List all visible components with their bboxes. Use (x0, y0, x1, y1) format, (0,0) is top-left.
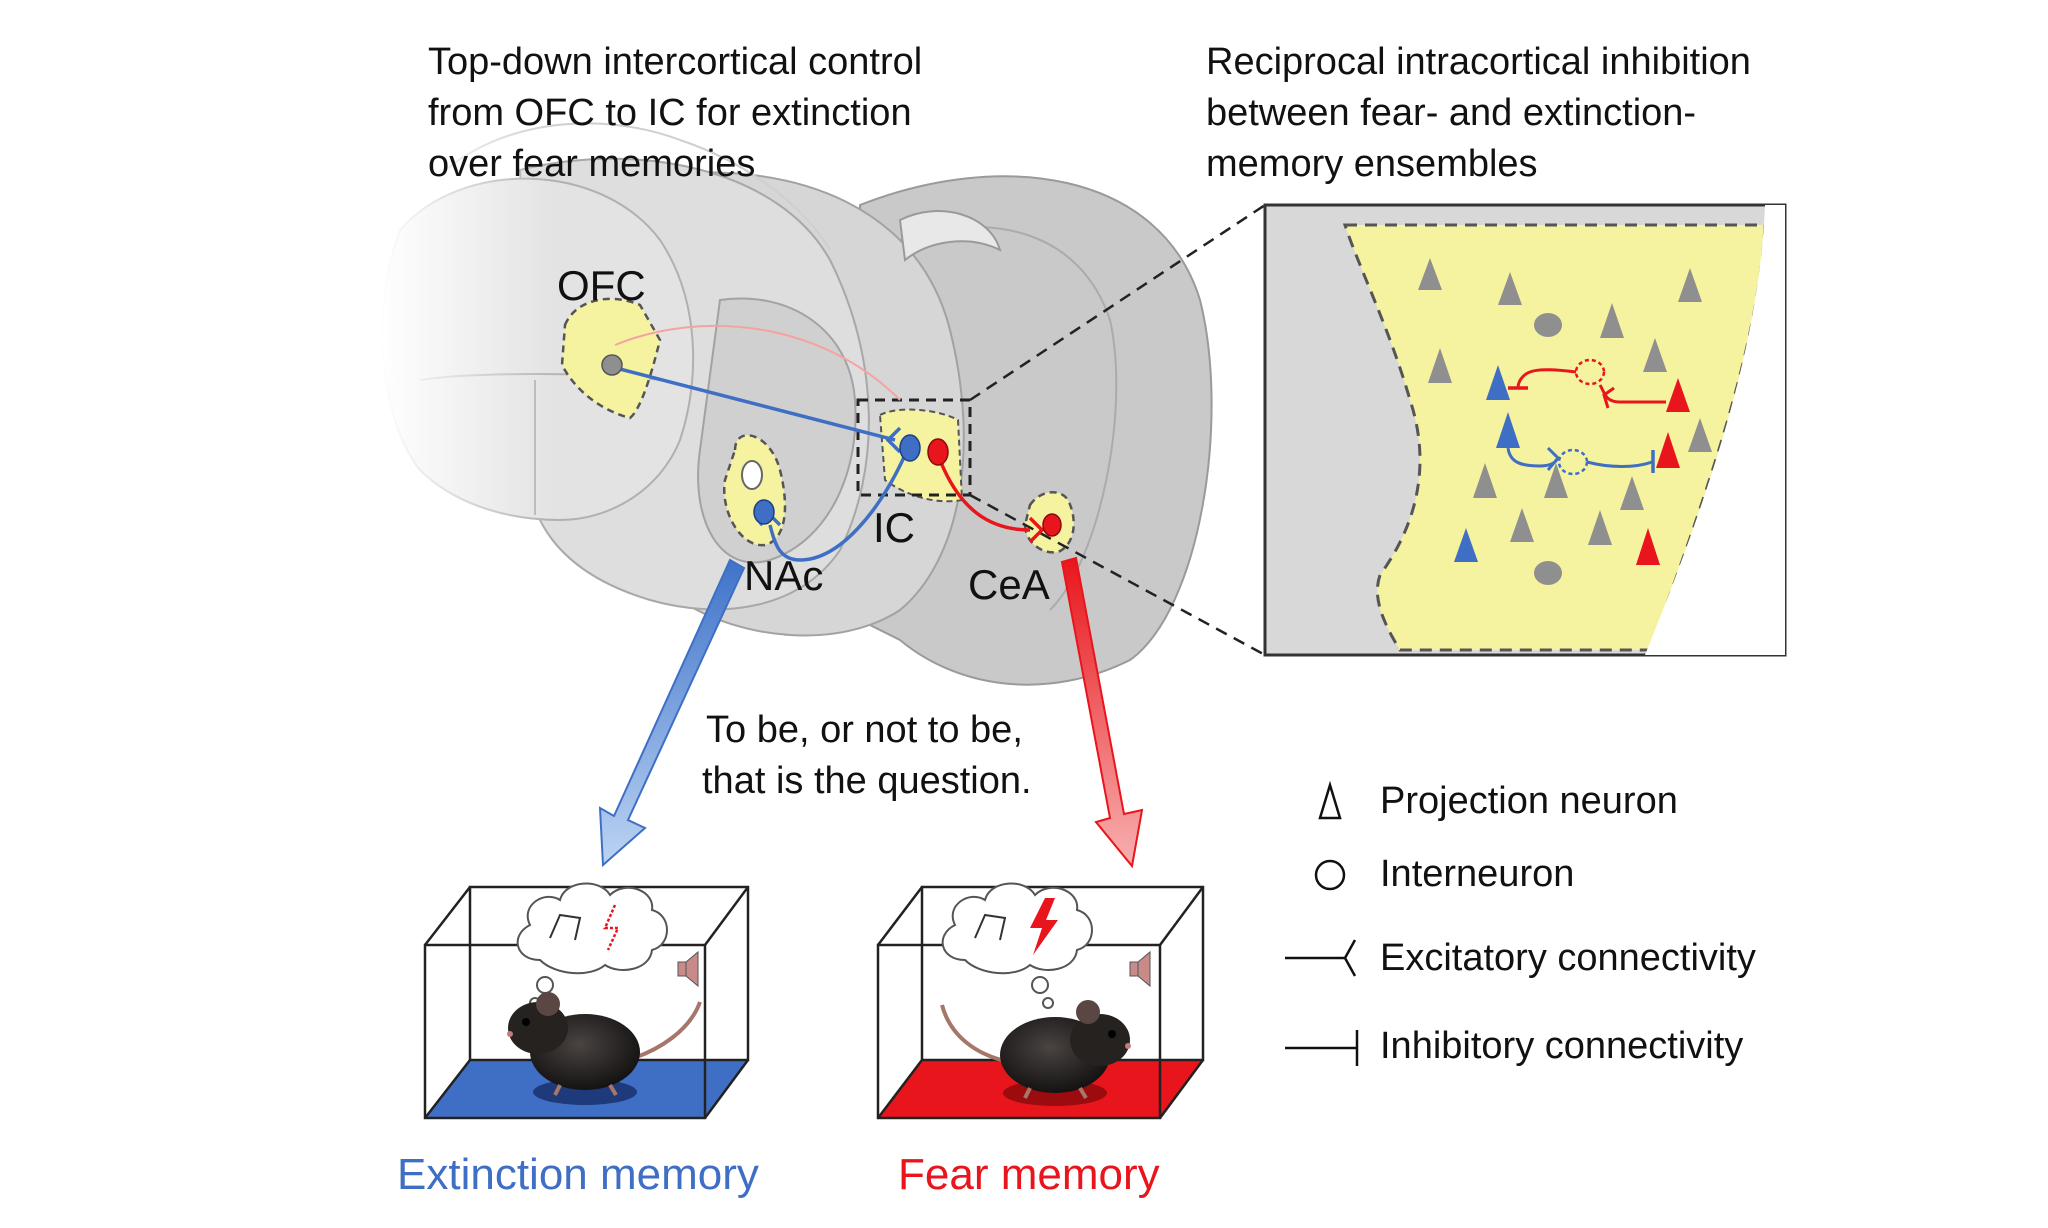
projection-neuron-gray (1643, 338, 1667, 372)
brain-slices (380, 120, 1213, 686)
excitatory-terminal-ic-cea (1028, 516, 1045, 544)
hippocampus-outline (898, 210, 1002, 262)
blue-inhibit-red-line (1586, 460, 1653, 468)
arrow-to-extinction (598, 558, 746, 868)
nac-label: NAc (744, 552, 824, 599)
gray-projection-neurons (1418, 258, 1712, 545)
box-edge (1158, 1059, 1205, 1119)
projection-neuron-blue (1486, 365, 1510, 400)
anterior-commissure (741, 460, 763, 490)
legend-symbols (1285, 780, 1359, 1066)
box-edge (703, 886, 750, 946)
fear-memory-caption: Fear memory (898, 1150, 1160, 1199)
box-edge (877, 886, 923, 946)
mouse-fear (940, 1000, 1131, 1100)
extinction-box (423, 882, 750, 1120)
interneuron-gray (1534, 313, 1562, 337)
projection-neuron-gray (1678, 268, 1702, 302)
projection-neuron-gray (1498, 272, 1522, 305)
lightning-icon (1030, 898, 1058, 955)
projection-neuron-gray (1473, 463, 1497, 498)
speaker-icon (1129, 950, 1151, 988)
thought-cloud-icon (941, 882, 1093, 1009)
red-excitatory-terminal (1602, 386, 1615, 409)
arrow-to-fear (1060, 556, 1144, 869)
extinction-memory-caption: Extinction memory (397, 1150, 759, 1199)
projection-neuron-legend-icon (1318, 780, 1342, 820)
box-edge (424, 886, 471, 946)
box-edge (424, 1059, 471, 1119)
ic-blue-neuron (899, 434, 921, 462)
lightning-outline-icon (603, 904, 620, 951)
quote-line-1: To be, or not to be, (706, 709, 1023, 751)
zoom-line-bottom (969, 493, 1266, 657)
box-edge (703, 1059, 750, 1119)
ofc-label: OFC (557, 262, 646, 309)
brain-regions (560, 203, 1266, 657)
thought-cloud-icon (516, 882, 668, 1009)
excitatory-terminal-ofc-ic (885, 426, 902, 454)
box-edge (1158, 886, 1205, 946)
cea-label: CeA (968, 561, 1050, 608)
outcome-arrows (598, 556, 1144, 869)
projection-neuron-gray (1588, 510, 1612, 545)
projection-neuron-gray (1544, 463, 1568, 498)
projection-neuron-gray (1688, 418, 1712, 452)
ofc-ic-blue-projection (611, 365, 896, 442)
projection-neuron-blue (1454, 528, 1478, 562)
inset-white-edge (1645, 205, 1785, 655)
excitatory-legend-icon (1285, 939, 1357, 977)
projection-neuron-red (1656, 432, 1680, 468)
ic-red-neuron (927, 438, 949, 466)
inhibitory-legend-icon (1285, 1030, 1359, 1066)
mouse-extinction (507, 992, 702, 1097)
box-edge (877, 1059, 923, 1119)
right-title-line-3: memory ensembles (1206, 143, 1538, 185)
fear-box (876, 882, 1205, 1120)
music-note-icon (549, 913, 582, 941)
legend-excitatory: Excitatory connectivity (1380, 937, 1756, 979)
projection-neuron-gray (1428, 348, 1452, 383)
brain-slice-back (859, 175, 1213, 686)
inset-ic-area (1342, 223, 1767, 652)
ic-cea-red-projection (938, 459, 1031, 532)
projection-neuron-gray (1600, 303, 1624, 338)
right-title-line-1: Reciprocal intracortical inhibition (1206, 41, 1751, 83)
left-title-line-1: Top-down intercortical control (428, 41, 923, 83)
speaker-icon (677, 950, 699, 988)
ofc-ic-faint-projection (614, 324, 901, 401)
legend-inhibitory: Inhibitory connectivity (1380, 1025, 1744, 1067)
projection-neuron-blue (1496, 412, 1520, 448)
projection-neuron-gray (1418, 258, 1442, 290)
cea-red-neuron (1042, 513, 1062, 537)
quote-line-2: that is the question. (702, 760, 1032, 802)
blue-excitatory-terminal (1546, 446, 1561, 471)
legend-projection-neuron: Projection neuron (1380, 780, 1678, 822)
red-to-interneuron-line (1598, 384, 1666, 404)
legend-interneuron: Interneuron (1380, 853, 1575, 895)
interneuron-legend-icon (1314, 859, 1346, 891)
projection-neuron-red (1636, 528, 1660, 565)
ofc-neuron (601, 354, 623, 376)
red-inhibit-blue-line (1516, 368, 1577, 389)
nac-blue-neuron (753, 499, 775, 525)
music-note-icon (974, 913, 1007, 941)
projection-neuron-gray (1510, 508, 1534, 542)
projection-neuron-gray (1620, 476, 1644, 510)
projection-neuron-red (1666, 378, 1690, 412)
ic-label: IC (873, 504, 915, 551)
left-title-line-3: over fear memories (428, 143, 756, 185)
right-title-line-2: between fear- and extinction- (1206, 92, 1697, 134)
interneuron-gray (1534, 561, 1562, 585)
ic-nac-blue-projection (768, 454, 907, 562)
left-title-line-2: from OFC to IC for extinction (428, 92, 912, 134)
ic-zoom-box (856, 398, 972, 497)
ic-microcircuit-inset (1263, 203, 1787, 657)
red-interneuron-dotted (1574, 358, 1606, 386)
